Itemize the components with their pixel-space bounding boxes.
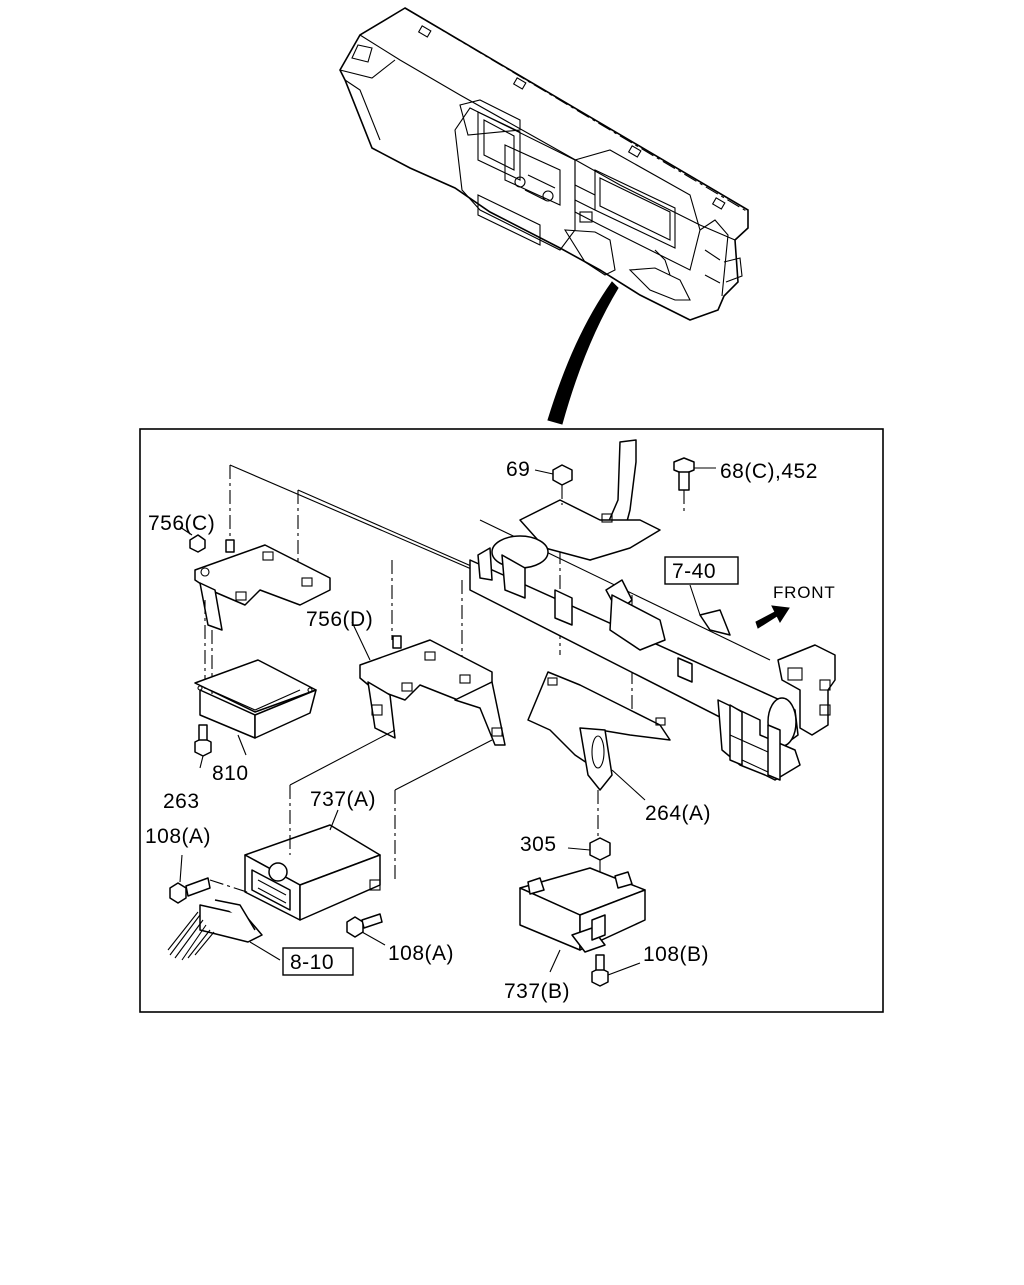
ref-box-7-40	[664, 556, 739, 585]
label-ref-8-10[interactable]: 8-10	[290, 951, 334, 974]
label-ref-7-40[interactable]: 7-40	[672, 560, 716, 583]
label-108b: 108(B)	[643, 943, 709, 966]
label-108a-left: 108(A)	[145, 825, 211, 848]
label-69: 69	[506, 458, 530, 481]
detail-frame	[139, 428, 884, 1013]
dashboard-illustration	[339, 7, 749, 321]
ref-box-8-10	[282, 947, 354, 976]
label-264a: 264(A)	[645, 802, 711, 825]
detail-content	[167, 439, 836, 987]
detail-pointer	[547, 281, 619, 425]
label-305: 305	[520, 833, 557, 856]
label-263: 263	[163, 790, 200, 813]
label-756d: 756(D)	[306, 608, 373, 631]
label-810: 810	[212, 762, 249, 785]
label-756c: 756(C)	[148, 512, 215, 535]
label-front: FRONT	[773, 583, 836, 602]
label-737a: 737(A)	[310, 788, 376, 811]
label-108a-right: 108(A)	[388, 942, 454, 965]
label-68c-452: 68(C),452	[720, 460, 818, 483]
label-737b: 737(B)	[504, 980, 570, 1003]
front-arrow-icon	[755, 605, 790, 629]
